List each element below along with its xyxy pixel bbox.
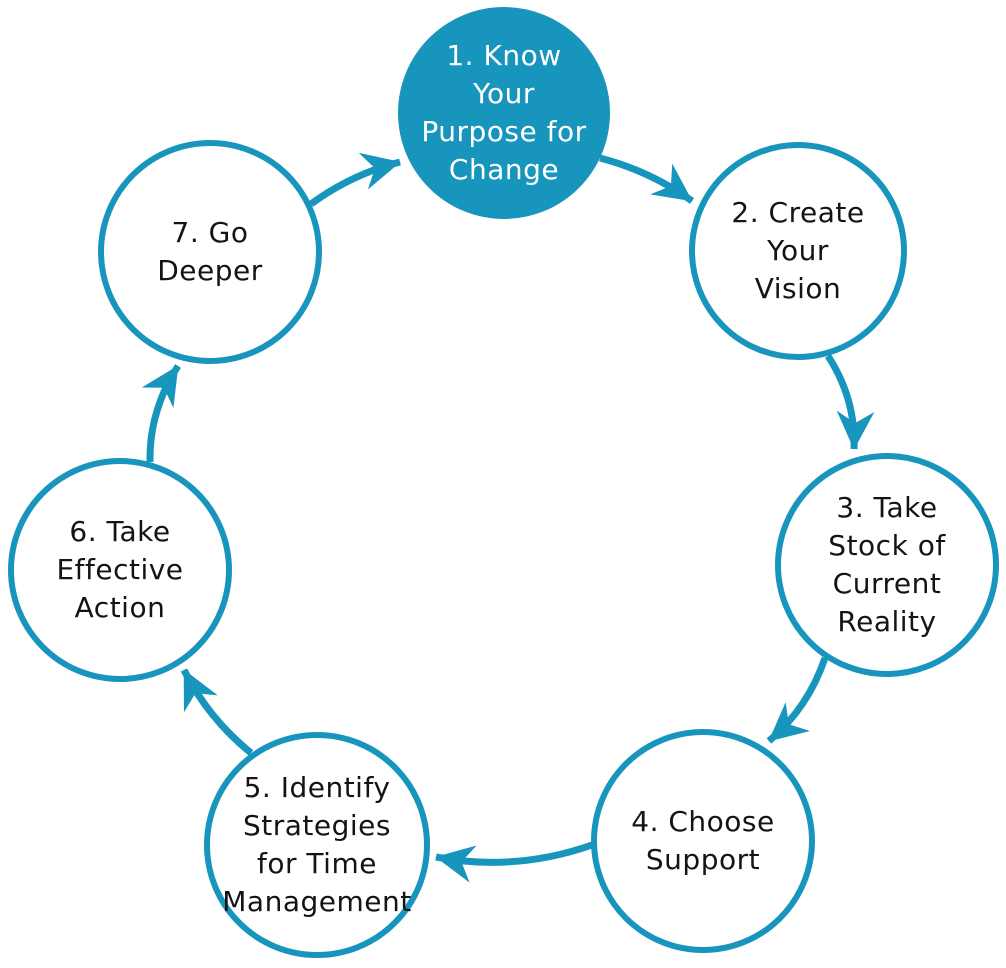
arrow-7-to-1 (308, 152, 401, 207)
step-label-3: 3. Take Stock of Current Reality (828, 490, 946, 639)
step-label-2: 2. Create Your Vision (731, 195, 865, 306)
step-circle-1: 1. Know Your Purpose for Change (398, 7, 610, 219)
step-label-7: 7. Go Deeper (157, 215, 263, 287)
step-label-1: 1. Know Your Purpose for Change (421, 38, 587, 187)
arrow-4-to-5 (435, 841, 594, 883)
arrow-3-to-4 (766, 656, 829, 744)
step-circle-4: 4. Choose Support (591, 729, 815, 953)
step-circle-2: 2. Create Your Vision (689, 142, 907, 360)
step-circle-5: 5. Identify Strategies for Time Manageme… (204, 732, 430, 958)
step-label-5: 5. Identify Strategies for Time Manageme… (222, 770, 412, 919)
arrow-1-to-2 (599, 154, 695, 204)
step-label-6: 6. Take Effective Action (56, 514, 184, 625)
step-circle-7: 7. Go Deeper (98, 140, 322, 364)
arrow-5-to-6 (180, 668, 254, 756)
step-label-4: 4. Choose Support (631, 804, 775, 876)
arrow-2-to-3 (825, 354, 875, 450)
step-circle-3: 3. Take Stock of Current Reality (775, 453, 999, 677)
arrow-6-to-7 (141, 364, 181, 463)
step-circle-6: 6. Take Effective Action (8, 458, 232, 682)
